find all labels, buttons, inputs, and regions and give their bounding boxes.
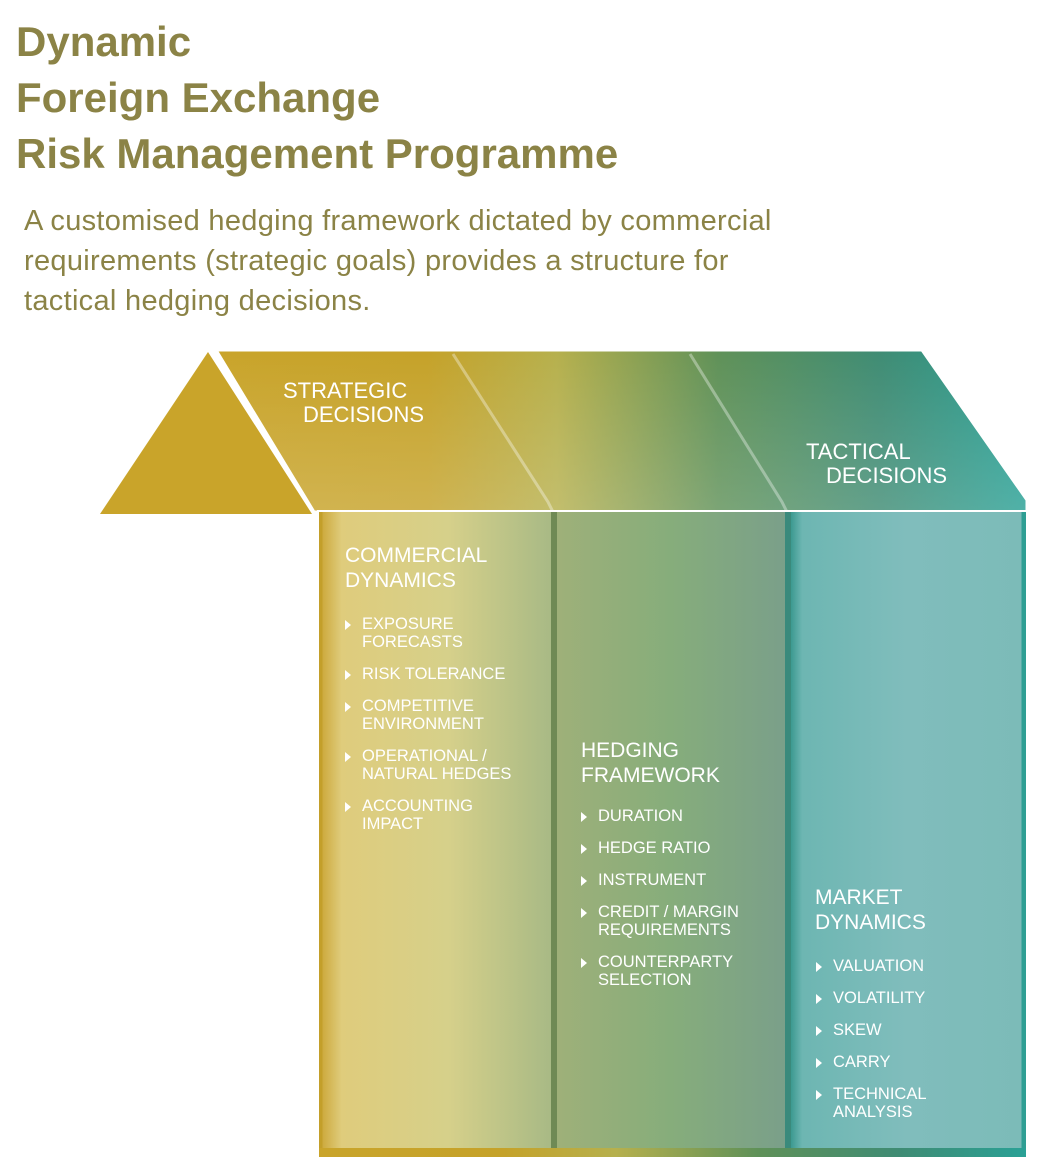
market-heading-line-1: MARKET: [815, 886, 903, 909]
item-line: VALUATION: [833, 957, 925, 975]
list-item: CREDIT / MARGIN REQUIREMENTS: [581, 903, 781, 953]
triangle-bullet-icon: [816, 1058, 822, 1068]
hedging-framework-heading: HEDGING FRAMEWORK: [581, 738, 781, 788]
list-item: RISK TOLERANCE: [345, 665, 545, 697]
list-item: DURATION: [581, 807, 781, 839]
item-line: NATURAL HEDGES: [362, 765, 512, 783]
triangle-bullet-icon: [581, 844, 587, 854]
page-title: Dynamic Foreign Exchange Risk Management…: [16, 14, 618, 182]
item-line: COUNTERPARTY: [598, 953, 734, 971]
list-item: COUNTERPARTY SELECTION: [581, 953, 781, 1003]
item-line: ANALYSIS: [833, 1103, 913, 1121]
tactical-label-line-2: DECISIONS: [826, 463, 948, 488]
triangle-bullet-icon: [816, 1026, 822, 1036]
title-line-3: Risk Management Programme: [16, 130, 619, 177]
tactical-decisions-label: TACTICAL DECISIONS: [806, 440, 1006, 488]
roof-divider-2: [688, 353, 789, 513]
item-line: SELECTION: [598, 971, 692, 989]
list-item: EXPOSURE FORECASTS: [345, 615, 545, 665]
triangle-bullet-icon: [345, 620, 351, 630]
list-item: CARRY: [816, 1053, 1016, 1085]
item-line: CARRY: [833, 1053, 891, 1071]
triangle-bullet-icon: [345, 702, 351, 712]
subtitle-line-2: requirements (strategic goals) provides …: [24, 245, 729, 277]
item-line: TECHNICAL: [833, 1085, 927, 1103]
market-heading-line-2: DYNAMICS: [815, 911, 926, 934]
commercial-heading-line-1: COMMERCIAL: [345, 544, 488, 567]
tactical-label-line-1: TACTICAL: [806, 439, 911, 464]
column-hedging-bg: [554, 511, 788, 1154]
title-line-1: Dynamic: [16, 18, 192, 65]
subtitle-line-3: tactical hedging decisions.: [24, 285, 371, 317]
commercial-heading-line-2: DYNAMICS: [345, 569, 456, 592]
market-dynamics-list: VALUATION VOLATILITY SKEW CARRY TECHNICA…: [816, 957, 1016, 1135]
item-line: CREDIT / MARGIN: [598, 903, 739, 921]
item-line: OPERATIONAL /: [362, 747, 487, 765]
item-line: REQUIREMENTS: [598, 921, 731, 939]
list-item: VALUATION: [816, 957, 1016, 989]
triangle-bullet-icon: [581, 812, 587, 822]
triangle-bullet-icon: [581, 908, 587, 918]
roof-divider-1: [451, 353, 555, 513]
item-line: EXPOSURE: [362, 615, 454, 633]
triangle-bullet-icon: [816, 994, 822, 1004]
strategic-label-line-2: DECISIONS: [303, 402, 425, 427]
item-line: SKEW: [833, 1021, 882, 1039]
triangle-bullet-icon: [345, 802, 351, 812]
page-subtitle: A customised hedging framework dictated …: [24, 201, 924, 321]
market-dynamics-heading: MARKET DYNAMICS: [815, 885, 1015, 935]
list-item: HEDGE RATIO: [581, 839, 781, 871]
hedging-heading-line-2: FRAMEWORK: [581, 764, 720, 787]
triangle-bullet-icon: [816, 962, 822, 972]
list-item: ACCOUNTING IMPACT: [345, 797, 545, 847]
item-line: ENVIRONMENT: [362, 715, 484, 733]
item-line: HEDGE RATIO: [598, 839, 711, 857]
column-commercial-bg: [318, 511, 554, 1154]
strategic-decisions-label: STRATEGIC DECISIONS: [283, 379, 483, 427]
triangle-bullet-icon: [345, 752, 351, 762]
strategic-label-line-1: STRATEGIC: [283, 378, 408, 403]
commercial-dynamics-list: EXPOSURE FORECASTS RISK TOLERANCE COMPET…: [345, 615, 545, 847]
roof-band-shade: [216, 350, 1027, 512]
list-item: TECHNICAL ANALYSIS: [816, 1085, 1016, 1135]
item-line: INSTRUMENT: [598, 871, 707, 889]
subtitle-line-1: A customised hedging framework dictated …: [24, 205, 772, 237]
house-outline: [317, 510, 1028, 1159]
list-item: COMPETITIVE ENVIRONMENT: [345, 697, 545, 747]
list-item: INSTRUMENT: [581, 871, 781, 903]
list-item: VOLATILITY: [816, 989, 1016, 1021]
hedging-heading-line-1: HEDGING: [581, 739, 680, 762]
item-line: RISK TOLERANCE: [362, 665, 506, 683]
commercial-dynamics-heading: COMMERCIAL DYNAMICS: [345, 543, 545, 593]
item-line: VOLATILITY: [833, 989, 926, 1007]
item-line: FORECASTS: [362, 633, 463, 651]
list-item: OPERATIONAL / NATURAL HEDGES: [345, 747, 545, 797]
item-line: IMPACT: [362, 815, 424, 833]
list-item: SKEW: [816, 1021, 1016, 1053]
roof-gable-triangle: [100, 352, 312, 514]
triangle-bullet-icon: [581, 876, 587, 886]
item-line: DURATION: [598, 807, 683, 825]
house-base: [318, 1148, 1027, 1158]
triangle-bullet-icon: [345, 670, 351, 680]
column-market-bg: [788, 511, 1025, 1154]
triangle-bullet-icon: [581, 958, 587, 968]
triangle-bullet-icon: [816, 1090, 822, 1100]
item-line: ACCOUNTING: [362, 797, 473, 815]
hedging-framework-list: DURATION HEDGE RATIO INSTRUMENT CREDIT /…: [581, 807, 781, 1003]
title-line-2: Foreign Exchange: [16, 74, 381, 121]
item-line: COMPETITIVE: [362, 697, 474, 715]
